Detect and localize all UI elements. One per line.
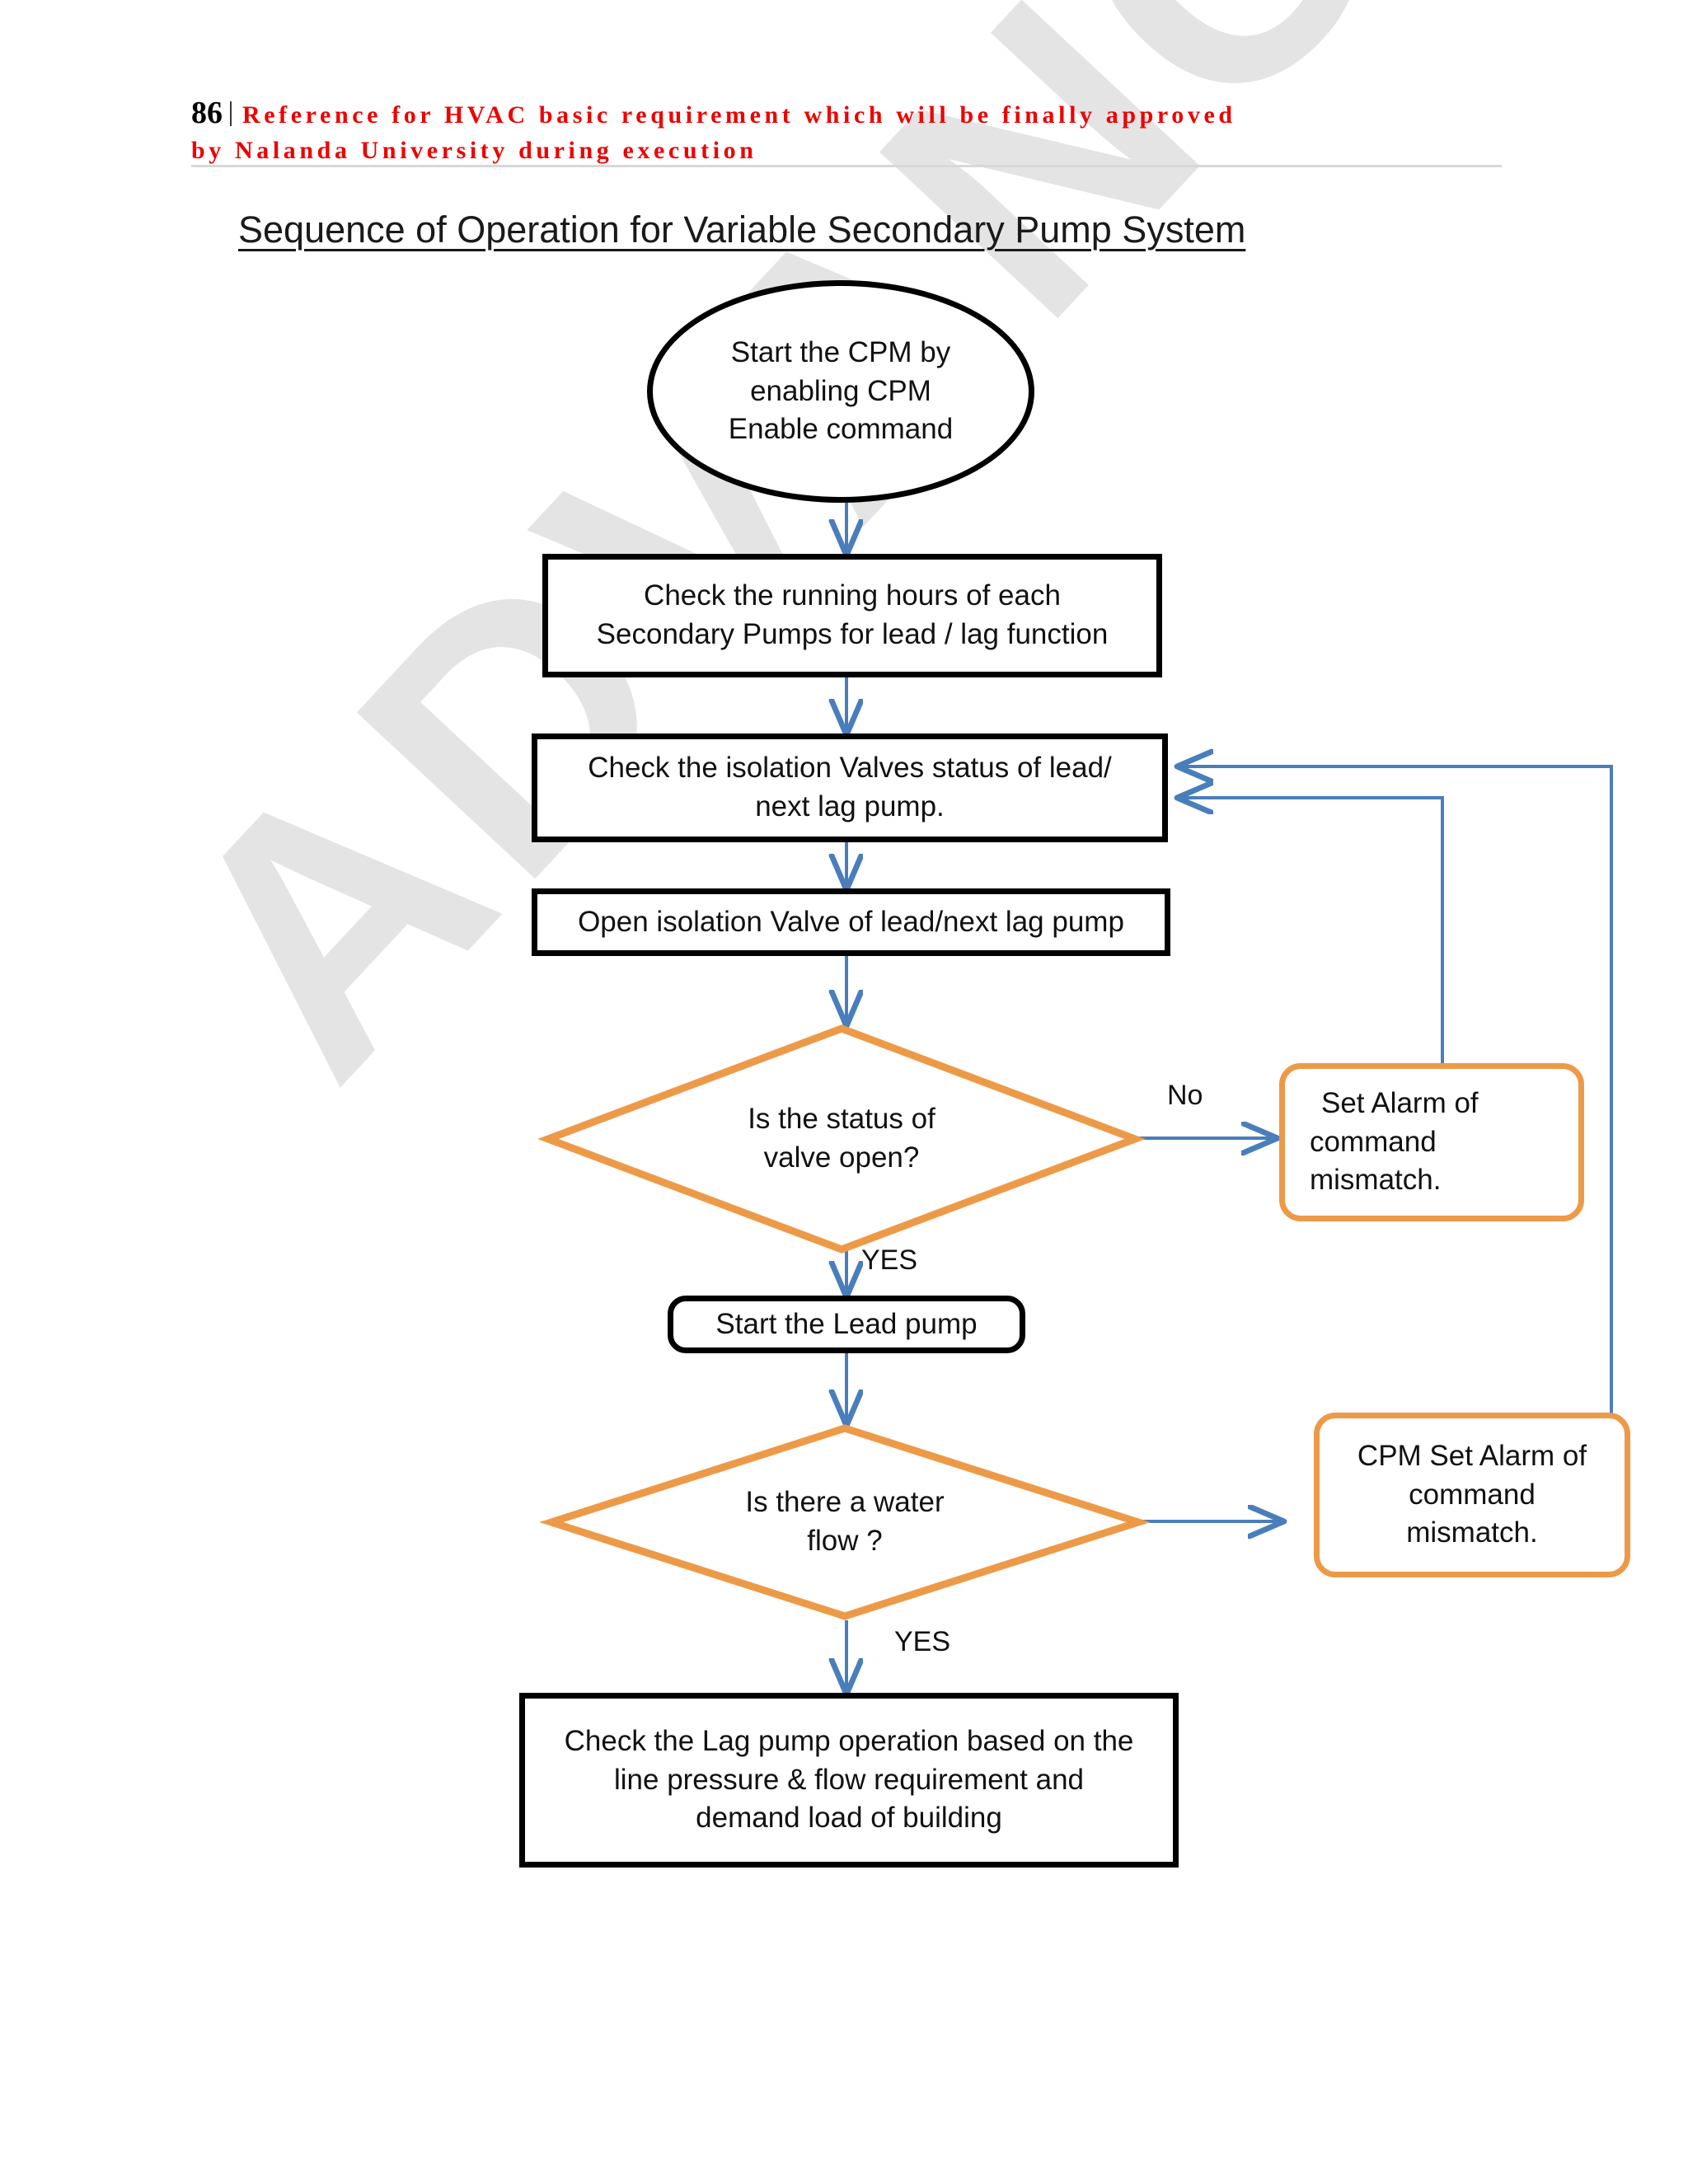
flow-node-water-flow-decision-label: Is there a water flow ?: [745, 1486, 945, 1557]
flow-node-set-alarm-mismatch[interactable]: Set Alarm of command mismatch.: [1279, 1063, 1584, 1221]
flow-node-check-lag-pump-label: Check the Lag pump operation based on th…: [564, 1725, 1134, 1835]
flow-node-start-label: Start the CPM by enabling CPM Enable com…: [728, 336, 954, 446]
flow-node-check-lag-pump[interactable]: Check the Lag pump operation based on th…: [519, 1693, 1179, 1868]
flow-node-check-running-hours[interactable]: Check the running hours of each Secondar…: [542, 554, 1162, 677]
running-head-line-2: by Nalanda University during execution: [191, 136, 757, 164]
page-title: Sequence of Operation for Variable Secon…: [238, 209, 1246, 251]
flow-node-valve-open-decision[interactable]: Is the status of valve open?: [537, 1024, 1146, 1254]
flow-node-set-alarm-mismatch-label: Set Alarm of command mismatch.: [1310, 1087, 1479, 1197]
diamond-shape: [539, 1424, 1151, 1620]
edge-label-yes-valve-open: YES: [861, 1244, 918, 1276]
flow-node-cpm-set-alarm-mismatch[interactable]: CPM Set Alarm of command mismatch.: [1314, 1413, 1630, 1577]
running-head-line-1: 86 Reference for HVAC basic requirement w…: [191, 92, 1510, 134]
flow-node-check-running-hours-label: Check the running hours of each Secondar…: [596, 579, 1109, 650]
flow-node-valve-open-decision-label: Is the status of valve open?: [748, 1103, 935, 1174]
running-head: 86 Reference for HVAC basic requirement w…: [191, 92, 1510, 167]
flow-node-start-lead-pump-label: Start the Lead pump: [715, 1307, 978, 1340]
flow-node-water-flow-decision[interactable]: Is there a water flow ?: [539, 1424, 1151, 1620]
diamond-shape: [537, 1024, 1146, 1254]
edge-label-no: No: [1167, 1080, 1203, 1111]
running-head-text-1: Reference for HVAC basic requirement whi…: [242, 101, 1236, 129]
flow-node-open-isolation-valve-label: Open isolation Valve of lead/next lag pu…: [578, 905, 1124, 938]
edge-label-yes-water-flow: YES: [894, 1626, 951, 1657]
flow-node-cpm-set-alarm-mismatch-label: CPM Set Alarm of command mismatch.: [1357, 1440, 1587, 1549]
flow-node-open-isolation-valve[interactable]: Open isolation Valve of lead/next lag pu…: [532, 888, 1170, 956]
flow-node-start[interactable]: Start the CPM by enabling CPM Enable com…: [647, 280, 1034, 503]
flow-node-check-isolation-valves[interactable]: Check the isolation Valves status of lea…: [532, 733, 1168, 842]
flow-node-check-isolation-valves-label: Check the isolation Valves status of lea…: [588, 752, 1112, 823]
header-divider-bar: [230, 101, 232, 126]
header-rule: [191, 165, 1502, 167]
flow-node-start-lead-pump[interactable]: Start the Lead pump: [668, 1296, 1025, 1353]
page-number: 86: [191, 96, 223, 130]
